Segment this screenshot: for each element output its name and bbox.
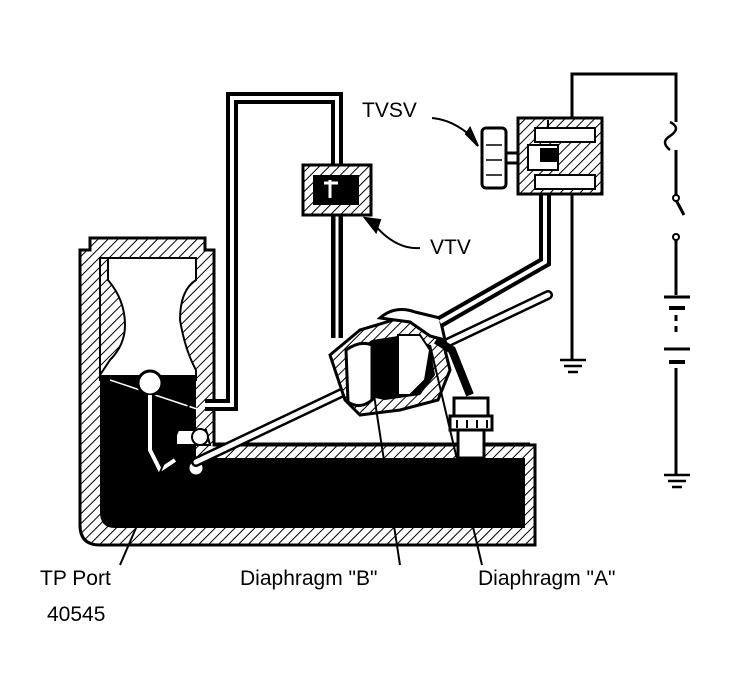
throttle-plate xyxy=(109,369,212,478)
tvsv-valve xyxy=(480,116,604,196)
vacuum-line-to-tvsv xyxy=(437,168,551,328)
tp-port-leader xyxy=(119,397,193,566)
vtv-leader-arrow xyxy=(362,216,382,235)
vacuum-hose-tp-to-vtv xyxy=(205,92,343,411)
diaphragm-a-label: Diaphragm "A" xyxy=(478,567,616,590)
diaphragm-b-label: Diaphragm "B" xyxy=(240,567,378,590)
figure-number: 40545 xyxy=(47,603,106,626)
diaphragm-a-leader xyxy=(429,344,483,566)
diaphragm-b-leader xyxy=(371,381,401,566)
vacuum-switch xyxy=(448,396,494,460)
vtv-valve xyxy=(301,163,373,217)
electrical-circuit xyxy=(560,72,690,489)
tvsv-leader-arrow xyxy=(464,125,479,147)
vtv-leader xyxy=(371,221,421,250)
diaphragm-housing xyxy=(328,308,474,417)
tp-port-label: TP Port xyxy=(40,567,111,590)
tvsv-label: TVSV xyxy=(362,99,417,122)
vtv-label: VTV xyxy=(430,236,471,259)
leader-lines xyxy=(119,117,483,566)
